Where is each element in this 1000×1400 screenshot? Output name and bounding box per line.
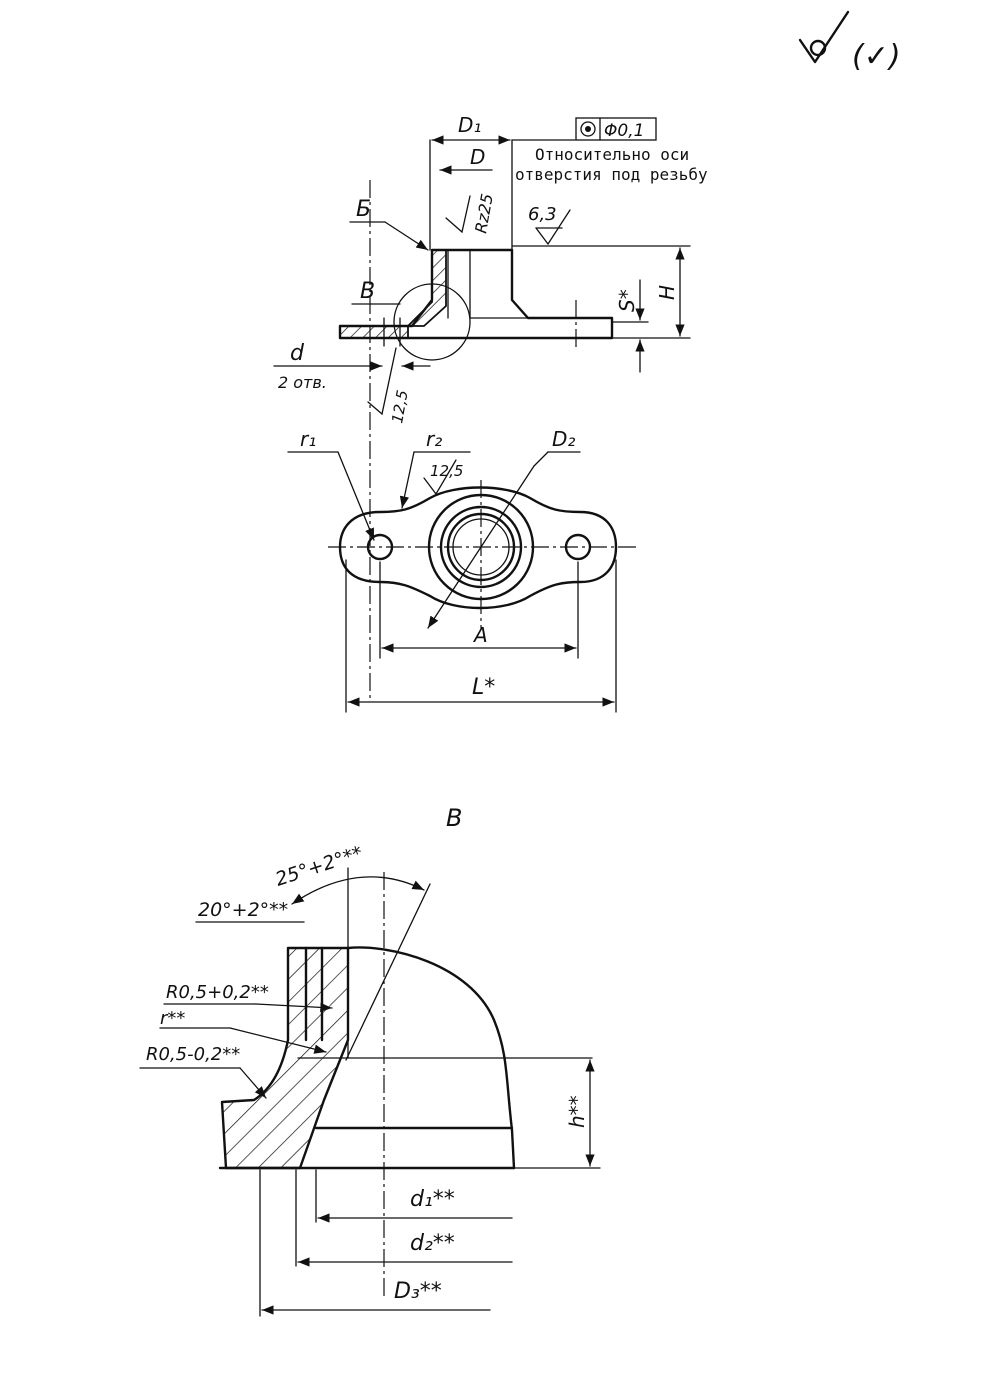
label-r2: r₂	[426, 427, 442, 451]
dim-D: D	[470, 145, 485, 169]
angle-25: 25°+2°**	[273, 842, 366, 891]
dim-H: H	[655, 285, 679, 300]
label-B-cyr: Б	[356, 197, 371, 222]
roughness-hole: 12,5	[388, 389, 412, 425]
dim-h: h**	[565, 1095, 589, 1128]
detail-title: B	[446, 804, 462, 832]
dim-d2: d₂**	[410, 1231, 455, 1256]
dim-S: S*	[615, 289, 639, 312]
note-line-2: отверстия под резьбу	[515, 165, 708, 184]
dim-A: A	[472, 623, 488, 647]
roughness-plan: 12,5	[430, 462, 463, 480]
dim-D1: D₁	[458, 113, 481, 137]
label-r1: r₁	[300, 427, 316, 451]
radius-r: r**	[160, 1008, 185, 1029]
angle-20: 20°+2°**	[198, 899, 288, 921]
plan-view: D₂ r₁ r₂ 12,5 A L*	[287, 427, 636, 713]
corner-roughness-mark: (✓)	[798, 10, 901, 74]
roughness-rz25: Rz25	[471, 192, 497, 235]
note-line-1: Относительно оси	[535, 145, 689, 164]
dim-D3: D₃**	[394, 1279, 442, 1304]
holes-count: 2 отв.	[278, 373, 327, 392]
tolerance-frame: Φ0,1	[575, 117, 657, 141]
section-view: D₁ Φ0,1 Относительно оси отверстия под р…	[273, 113, 708, 700]
dim-D2: D₂	[552, 427, 575, 451]
tolerance-value: Φ0,1	[604, 121, 644, 141]
radius-plus: R0,5+0,2**	[166, 982, 269, 1003]
dim-L: L*	[472, 675, 495, 700]
radius-minus: R0,5-0,2**	[146, 1044, 240, 1065]
label-B-lat: B	[360, 279, 375, 304]
roughness-6-3: 6,3	[528, 204, 557, 225]
detail-view: B 25°+2°** 20°+2°** R0,5+0,2** r** R0,5-…	[139, 804, 601, 1317]
dim-d1: d₁**	[410, 1187, 455, 1212]
corner-bracket-text: (✓)	[852, 39, 901, 74]
dim-d: d	[290, 341, 305, 366]
